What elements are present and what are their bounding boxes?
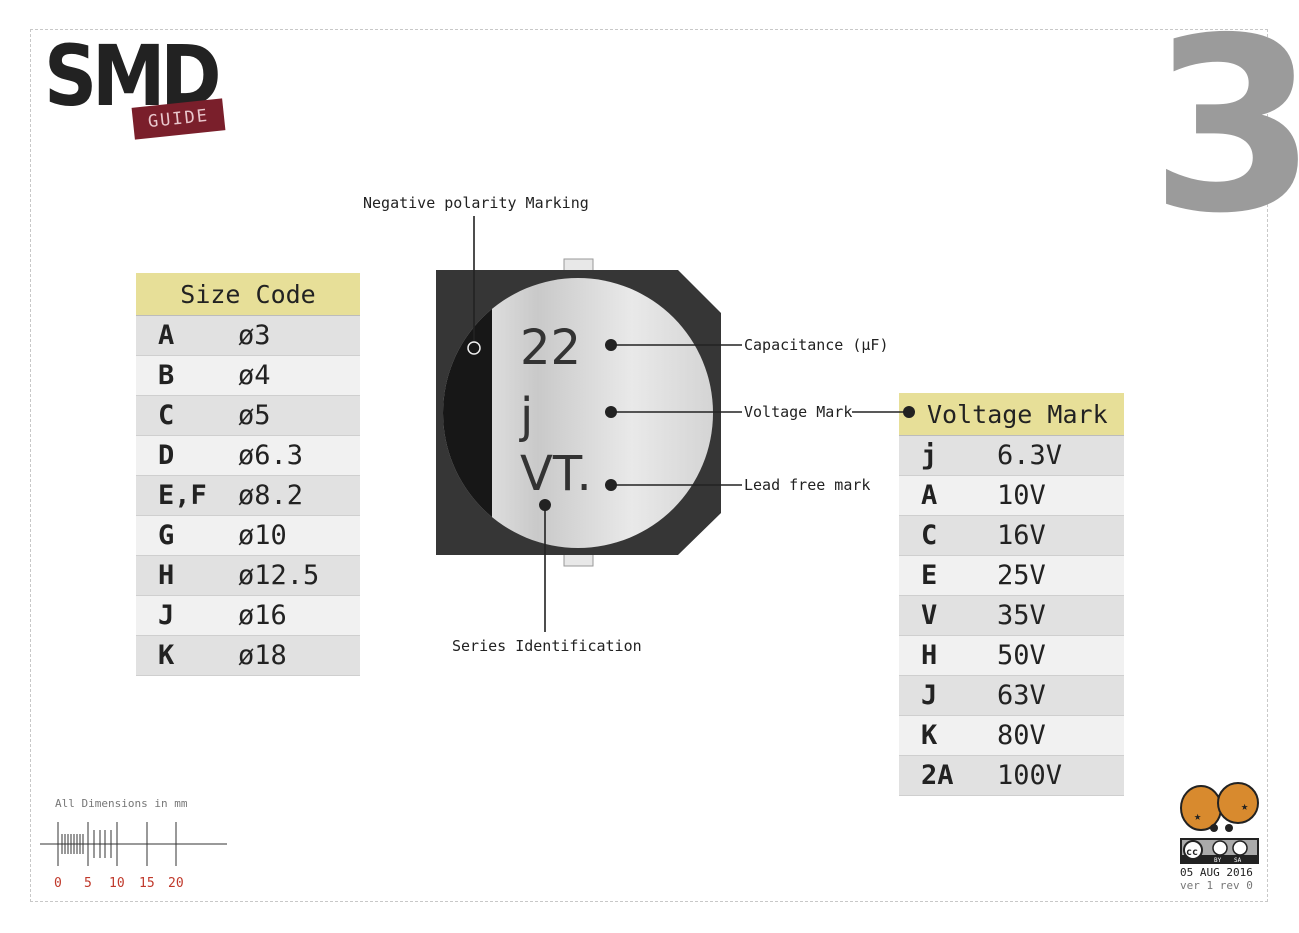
voltage-code: V <box>899 595 997 636</box>
voltage-code: A <box>899 475 997 516</box>
ruler-number: 5 <box>84 876 92 891</box>
size-code: C <box>136 395 238 436</box>
size-code: J <box>136 595 238 636</box>
voltage-value: 100V <box>997 755 1124 796</box>
voltage-value: 6.3V <box>997 435 1124 476</box>
size-code: H <box>136 555 238 596</box>
size-code: G <box>136 515 238 556</box>
voltage-value: 25V <box>997 555 1124 596</box>
voltage-value: 50V <box>997 635 1124 676</box>
voltage-value: 10V <box>997 475 1124 516</box>
callout-lead-free: Lead free mark <box>744 476 871 494</box>
callout-capacitance: Capacitance (µF) <box>744 336 889 354</box>
voltage-value: 80V <box>997 715 1124 756</box>
size-value: ø10 <box>238 515 360 556</box>
callout-series: Series Identification <box>452 637 642 655</box>
polarity-marker <box>467 341 481 355</box>
voltage-code: j <box>899 435 997 476</box>
ruler-number: 0 <box>54 876 62 891</box>
callout-voltage: Voltage Mark <box>744 403 853 421</box>
size-code: D <box>136 435 238 476</box>
size-value: ø6.3 <box>238 435 360 476</box>
size-code: E,F <box>136 475 238 516</box>
license-by: BY <box>1214 857 1222 864</box>
dimensions-note: All Dimensions in mm <box>55 797 188 810</box>
svg-text:★: ★ <box>1194 809 1201 823</box>
date: 05 AUG 2016 <box>1180 866 1253 879</box>
voltage-value: 35V <box>997 595 1124 636</box>
size-code-title: Size Code <box>136 273 360 316</box>
page-border <box>30 29 1268 902</box>
ruler-number: 20 <box>168 876 184 891</box>
size-code: K <box>136 635 238 676</box>
ruler-number: 15 <box>139 876 155 891</box>
size-value: ø3 <box>238 315 360 356</box>
voltage-value: 63V <box>997 675 1124 716</box>
voltage-mark-title: Voltage Mark <box>899 393 1124 436</box>
size-code: A <box>136 315 238 356</box>
marking-voltage: j <box>519 388 533 444</box>
scale-ruler <box>40 822 227 866</box>
voltage-code: 2A <box>899 755 997 796</box>
svg-text:★: ★ <box>1241 799 1248 813</box>
size-value: ø12.5 <box>238 555 360 596</box>
license-sa: SA <box>1234 857 1242 864</box>
voltage-code: J <box>899 675 997 716</box>
voltage-code: C <box>899 515 997 556</box>
voltage-code: H <box>899 635 997 676</box>
voltage-code: K <box>899 715 997 756</box>
cc-license-badge: cc BY SA <box>1180 838 1259 864</box>
page-number: 3 <box>1150 0 1299 266</box>
marking-series: VT. <box>520 446 592 502</box>
size-value: ø5 <box>238 395 360 436</box>
size-code: B <box>136 355 238 396</box>
svg-text:cc: cc <box>1186 847 1198 858</box>
version: ver 1 rev 0 <box>1180 879 1253 892</box>
callout-negative-polarity: Negative polarity Marking <box>363 194 589 212</box>
voltage-code: E <box>899 555 997 596</box>
size-value: ø16 <box>238 595 360 636</box>
size-value: ø18 <box>238 635 360 676</box>
ruler-number: 10 <box>109 876 125 891</box>
marking-capacitance: 22 <box>520 320 581 376</box>
size-value: ø4 <box>238 355 360 396</box>
voltage-value: 16V <box>997 515 1124 556</box>
size-value: ø8.2 <box>238 475 360 516</box>
mascot-logo: ★ ★ <box>1180 782 1259 832</box>
